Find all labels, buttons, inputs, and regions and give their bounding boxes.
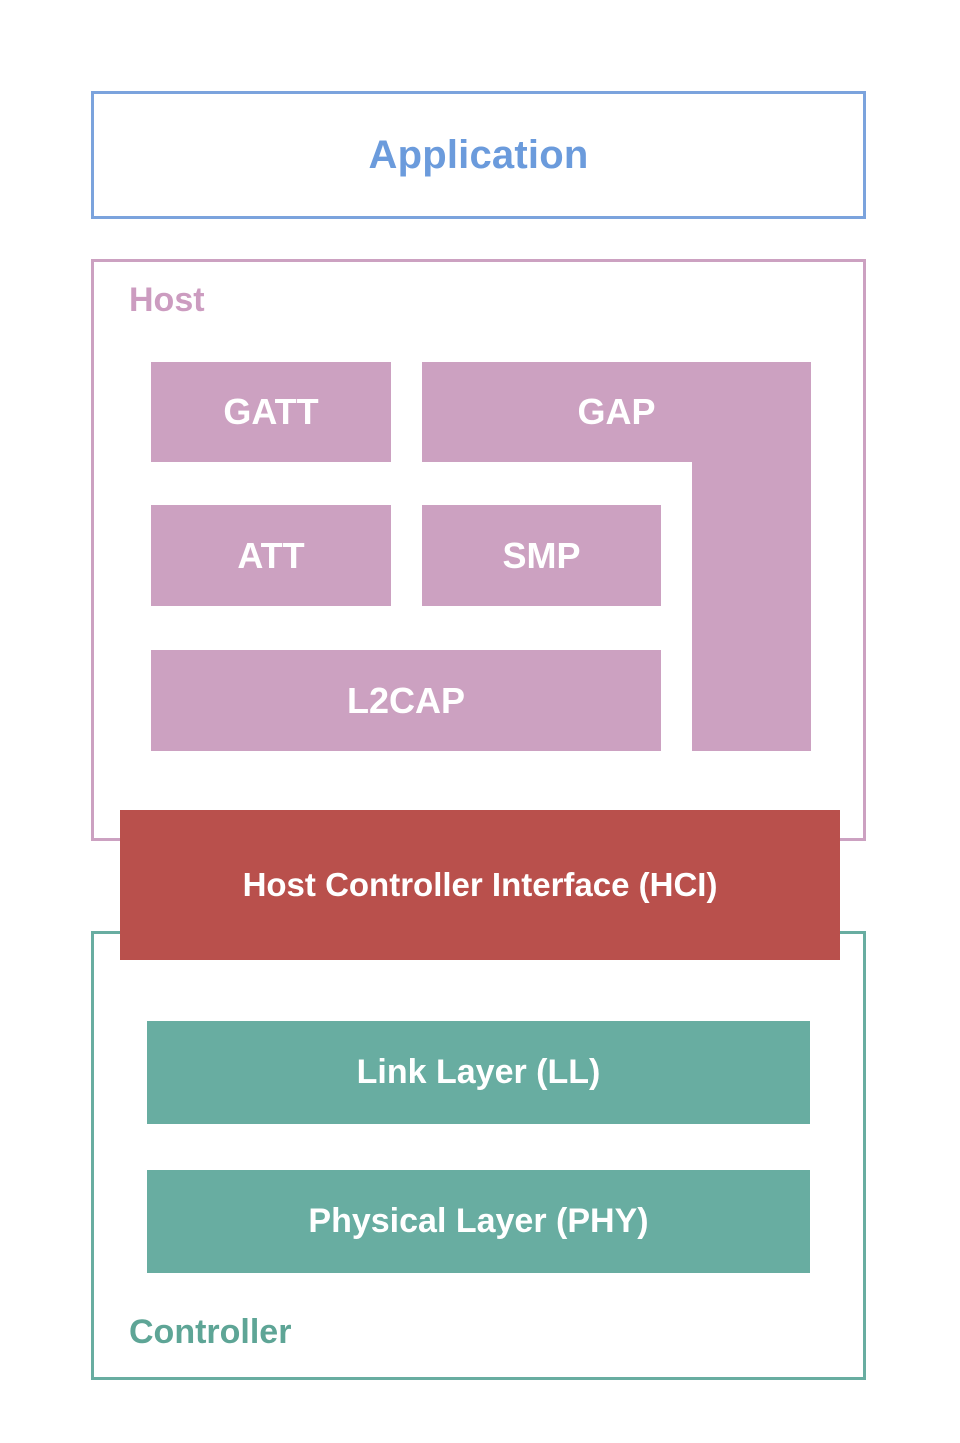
gap-block-vertical-stem[interactable] xyxy=(692,462,811,751)
controller-section-label: Controller xyxy=(129,1313,292,1351)
gatt-block[interactable]: GATT xyxy=(151,362,391,462)
att-label: ATT xyxy=(237,534,305,576)
host-controller-interface-block[interactable]: Host Controller Interface (HCI) xyxy=(120,810,840,960)
smp-block[interactable]: SMP xyxy=(422,505,661,606)
gatt-label: GATT xyxy=(223,391,319,432)
hci-label: Host Controller Interface (HCI) xyxy=(242,866,718,903)
application-layer-label: Application xyxy=(368,132,589,177)
link-layer-label: Link Layer (LL) xyxy=(356,1053,601,1091)
link-layer-block[interactable]: Link Layer (LL) xyxy=(147,1021,810,1124)
application-layer-box[interactable]: Application xyxy=(91,91,866,219)
smp-label: SMP xyxy=(502,534,581,576)
physical-layer-label: Physical Layer (PHY) xyxy=(308,1202,649,1240)
l2cap-block[interactable]: L2CAP xyxy=(151,650,661,751)
gap-block[interactable]: GAP xyxy=(422,362,811,751)
physical-layer-block[interactable]: Physical Layer (PHY) xyxy=(147,1170,810,1273)
gap-block-top-bar[interactable]: GAP xyxy=(422,362,811,462)
l2cap-label: L2CAP xyxy=(346,679,466,721)
gap-label: GAP xyxy=(577,391,656,432)
host-section-label: Host xyxy=(129,281,205,319)
att-block[interactable]: ATT xyxy=(151,505,391,606)
